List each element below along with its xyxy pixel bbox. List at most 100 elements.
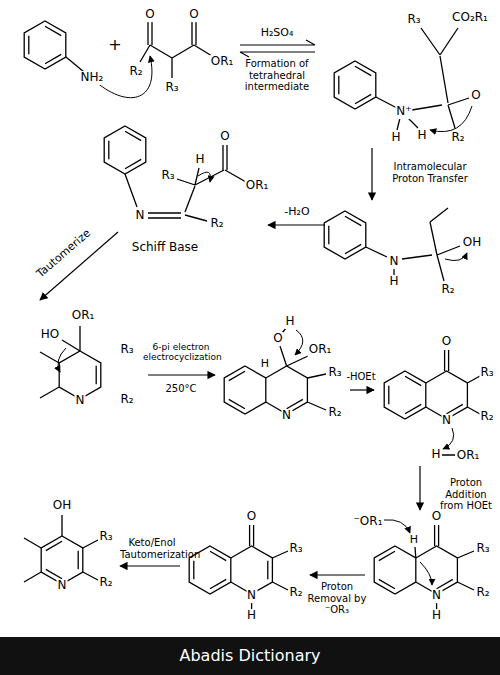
atom-label: R₂ — [440, 283, 455, 297]
atom-label: R₂ — [119, 393, 134, 407]
atom-label: H — [284, 315, 295, 329]
atom-label: R₃ — [288, 542, 303, 556]
atom-label: O — [219, 130, 230, 144]
bonds — [415, 525, 474, 609]
atom-label: N — [57, 579, 68, 593]
electron-arrows — [443, 428, 454, 449]
electron-arrows — [58, 348, 66, 372]
bonds — [40, 326, 96, 398]
atom-label: N — [246, 589, 257, 603]
atom-label: R₃ — [119, 343, 134, 357]
atom-label: OR₁ — [308, 343, 333, 357]
atom-label: O — [144, 8, 155, 22]
atom-label: HO — [40, 328, 60, 342]
atom-label: O — [188, 8, 199, 22]
bonds — [41, 536, 83, 584]
electron-arrows — [384, 520, 410, 533]
condition-text: 6-pi electron electrocyclization — [143, 342, 219, 363]
atom-label: N — [75, 394, 86, 408]
condition-text: Proton Addition from HOEt — [436, 477, 496, 512]
atom-label: O — [441, 335, 452, 349]
electron-arrows — [58, 56, 472, 585]
atom-label: H — [390, 131, 401, 145]
bonds — [442, 350, 480, 455]
atom-label: N⁺ — [395, 105, 412, 119]
atom-label: H — [430, 448, 441, 462]
condition-text: Intramolecular Proton Transfer — [388, 161, 472, 184]
atom-label: OH — [462, 236, 482, 250]
atom-label: R₃ — [98, 530, 113, 544]
reaction-arrows — [350, 389, 374, 390]
atom-label: R₂ — [128, 65, 143, 79]
bonds — [379, 551, 395, 588]
reaction-arrows — [268, 224, 325, 225]
bonds — [24, 21, 480, 609]
atom-label: O — [246, 510, 257, 524]
reaction-arrows — [310, 574, 365, 575]
bonds — [266, 366, 308, 414]
bonds — [24, 515, 98, 582]
atom-label: O — [470, 89, 481, 103]
atom-label: N — [441, 414, 452, 428]
atom-label: CO₂R₁ — [451, 11, 489, 25]
atom-label: H — [388, 275, 399, 289]
atom-label: R₃ — [327, 366, 342, 380]
condition-text: Formation of tetrahedral intermediate — [235, 58, 319, 93]
atom-label: N — [389, 255, 400, 269]
bonds — [66, 57, 84, 72]
atom-label: R₂ — [475, 586, 490, 600]
atom-label: R₂ — [479, 410, 494, 424]
reaction-arrows — [240, 40, 315, 45]
atom-label: R₃ — [160, 169, 175, 183]
atom-label: H — [194, 153, 205, 167]
banner — [0, 637, 500, 675]
reaction-arrows — [40, 40, 420, 575]
atom-label: OR₁ — [245, 179, 270, 193]
condition-text: 250°C — [165, 383, 196, 395]
atom-label: R₂ — [209, 217, 224, 231]
bonds — [59, 351, 101, 399]
atom-label: N — [281, 409, 292, 423]
banner-text: Abadis Dictionary — [180, 647, 321, 665]
atom-label: N — [135, 209, 146, 223]
electron-arrows — [295, 330, 303, 355]
bonds — [334, 61, 376, 109]
condition-text: Schiff Base — [132, 241, 198, 255]
atom-label: H — [416, 129, 427, 143]
atom-label: H — [431, 609, 442, 623]
bonds — [280, 327, 326, 410]
atom-label: O — [272, 332, 283, 346]
atom-label: R₃ — [164, 81, 179, 95]
electron-arrows — [420, 562, 432, 585]
electron-arrows — [445, 253, 467, 261]
atom-label: OR₁ — [210, 55, 235, 69]
atom-label: + — [107, 36, 122, 54]
bonds — [376, 28, 469, 130]
electron-arrows — [198, 172, 211, 182]
atom-label: NH₂ — [80, 71, 105, 85]
bonds — [231, 546, 273, 594]
bonds — [374, 546, 416, 594]
atom-label: N — [431, 589, 442, 603]
condition-text: H₂SO₄ — [261, 27, 294, 40]
electron-arrows — [430, 106, 472, 132]
atom-label: R₂ — [288, 586, 303, 600]
atom-label: H — [246, 609, 257, 623]
reaction-arrows — [120, 565, 180, 566]
atom-label: R₃ — [475, 542, 490, 556]
atom-label: O — [431, 510, 442, 524]
reaction-arrows — [419, 466, 420, 510]
condition-text: Proton Removal by ⁻OR₃ — [305, 581, 369, 616]
bonds — [189, 546, 231, 594]
atom-label: OR₁ — [456, 449, 481, 463]
atom-label: R₃ — [479, 366, 494, 380]
condition-text: -H₂O — [284, 206, 309, 219]
bonds — [104, 126, 146, 174]
bonds — [229, 371, 245, 408]
condition-text: Keto/Enol Tautomerization — [120, 537, 184, 560]
atom-label: OR₁ — [71, 309, 96, 323]
atom-label: R₂ — [98, 576, 113, 590]
bonds — [224, 366, 266, 414]
